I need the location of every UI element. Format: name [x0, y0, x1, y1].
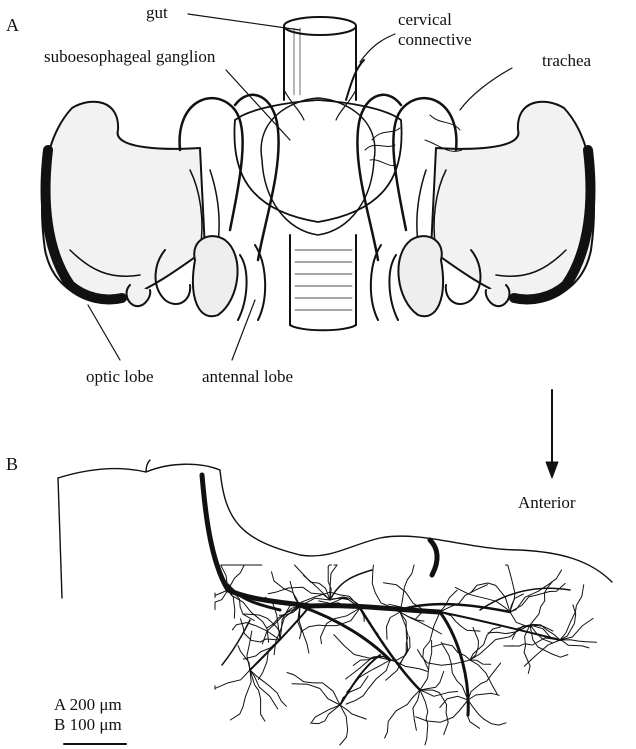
- dendrite-branch: [400, 565, 414, 612]
- dendrite-branch: [524, 640, 560, 666]
- dendrite-branch: [505, 565, 515, 612]
- dendritic-arbor: [215, 565, 597, 745]
- label-antennal-lobe: antennal lobe: [202, 368, 293, 385]
- dendrite-branch: [385, 690, 420, 738]
- dendrite-branch: [560, 585, 584, 640]
- leader-optic: [88, 305, 120, 360]
- dendrite-branch: [259, 640, 281, 679]
- dendrite-branch: [230, 670, 251, 720]
- dendrite-branch: [292, 684, 340, 705]
- gut: [284, 17, 356, 330]
- label-optic-lobe: optic lobe: [86, 368, 154, 385]
- dendrite-branch: [432, 644, 470, 660]
- dendrite-branch: [387, 612, 401, 639]
- dendrite-branch: [468, 700, 506, 725]
- scale-label-a: A 200 μm: [54, 696, 122, 713]
- dendrite-branch: [228, 565, 262, 590]
- dendrite-branch: [560, 605, 576, 640]
- label-trachea: trachea: [542, 52, 591, 69]
- neuropil-outline: [58, 464, 612, 582]
- dendrite-branch: [250, 670, 286, 706]
- dendrite-branch: [468, 693, 499, 700]
- dendrite-branch: [372, 565, 400, 612]
- antennal-lobe-left: [193, 236, 238, 316]
- dendrite-branch: [287, 673, 340, 706]
- label-cervical-connective: cervical connective: [398, 10, 472, 51]
- label-anterior: Anterior: [518, 494, 576, 511]
- antennal-lobe-right: [398, 236, 443, 316]
- dendrite-branch: [215, 670, 250, 689]
- leader-trachea: [460, 68, 512, 110]
- dendrite-branch: [416, 700, 468, 722]
- dendrite-branch: [420, 690, 458, 696]
- dendrite-branch: [510, 583, 565, 612]
- label-gut: gut: [146, 4, 168, 21]
- dendrite-branch: [340, 705, 348, 745]
- label-suboesophageal-ganglion: suboesophageal ganglion: [44, 48, 215, 65]
- leader-gut: [188, 14, 300, 30]
- dendrite-branch: [420, 672, 444, 691]
- dendrite-branch: [250, 670, 265, 721]
- dendrite-branch: [268, 587, 330, 600]
- scale-label-b: B 100 μm: [54, 716, 122, 733]
- dendrite-branch: [420, 690, 428, 745]
- dendrite-branch: [510, 612, 553, 631]
- dendrite-branch: [440, 590, 457, 612]
- leader-cervical: [360, 34, 395, 62]
- panel-b-label: B: [6, 455, 18, 473]
- panel-a-label: A: [6, 16, 19, 34]
- dendrite-branch: [560, 640, 597, 643]
- dendrite-branch: [390, 660, 427, 671]
- dendrite-branch: [420, 641, 432, 691]
- dendrite-branch: [470, 660, 498, 695]
- dendrite-branch: [312, 705, 340, 724]
- anterior-arrow: [546, 390, 558, 478]
